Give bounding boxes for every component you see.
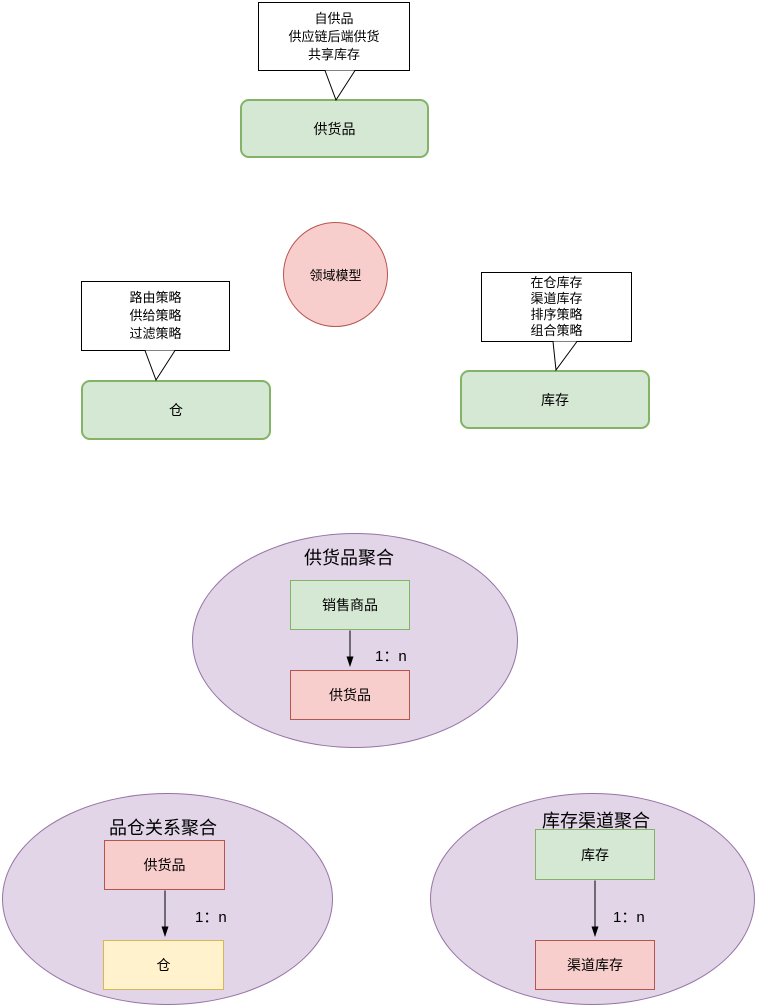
callout-line: 自供品 <box>314 10 354 26</box>
node-sales-product[interactable]: 销售商品 <box>290 580 410 630</box>
callout-line: 在仓库存 <box>530 275 583 290</box>
aggregate-inventory-channel-title: 库存渠道聚合 <box>542 811 650 831</box>
node-inventory-entity-label: 库存 <box>581 846 609 863</box>
node-domain-model-circle[interactable]: 领域模型 <box>283 222 388 327</box>
callout-tail-supply-item[interactable] <box>324 70 356 102</box>
callout-line: 渠道库存 <box>530 291 583 306</box>
node-supply-item-2-label: 供货品 <box>143 857 186 873</box>
node-supply-item-label: 供货品 <box>313 120 356 137</box>
node-channel-inventory[interactable]: 渠道库存 <box>535 940 655 990</box>
callout-line: 过滤策略 <box>129 326 182 341</box>
node-supply-item-entity-label: 供货品 <box>329 687 371 703</box>
callout-line: 供应链后端供货 <box>288 28 380 44</box>
callout-line: 共享库存 <box>307 46 360 62</box>
callout-supply-item-notes[interactable]: 自供品 供应链后端供货 共享库存 <box>258 2 410 71</box>
node-domain-model-label: 领域模型 <box>309 268 362 283</box>
callout-tail-inventory[interactable] <box>552 341 578 372</box>
callout-line: 供给策略 <box>129 308 182 323</box>
callout-line: 排序策略 <box>530 307 583 322</box>
node-warehouse-entity[interactable]: 仓 <box>103 940 224 990</box>
node-inventory-label: 库存 <box>541 391 569 408</box>
node-warehouse-label: 仓 <box>169 402 183 418</box>
node-inventory[interactable]: 库存 <box>460 370 650 429</box>
node-warehouse-entity-label: 仓 <box>156 957 171 973</box>
relation-label-inventory-channel: 1：n <box>613 909 645 926</box>
callout-line: 路由策略 <box>129 290 182 305</box>
node-warehouse[interactable]: 仓 <box>81 380 271 440</box>
node-inventory-entity[interactable]: 库存 <box>535 829 655 880</box>
callout-warehouse-notes[interactable]: 路由策略 供给策略 过滤策略 <box>81 281 230 351</box>
aggregate-supply-item-title: 供货品聚合 <box>304 548 394 568</box>
relation-label-item-warehouse: 1：n <box>195 909 227 926</box>
node-sales-product-label: 销售商品 <box>322 597 378 613</box>
callout-tail-warehouse[interactable] <box>144 350 176 382</box>
node-channel-inventory-label: 渠道库存 <box>567 957 623 973</box>
node-supply-item-entity[interactable]: 供货品 <box>290 670 410 720</box>
node-supply-item-2[interactable]: 供货品 <box>104 840 225 890</box>
relation-label-supply-aggregate: 1：n <box>375 648 407 665</box>
callout-inventory-notes[interactable]: 在仓库存 渠道库存 排序策略 组合策略 <box>481 272 632 342</box>
callout-line: 组合策略 <box>530 323 583 338</box>
node-supply-item[interactable]: 供货品 <box>240 99 429 158</box>
aggregate-item-warehouse-title: 品仓关系聚合 <box>109 818 217 838</box>
